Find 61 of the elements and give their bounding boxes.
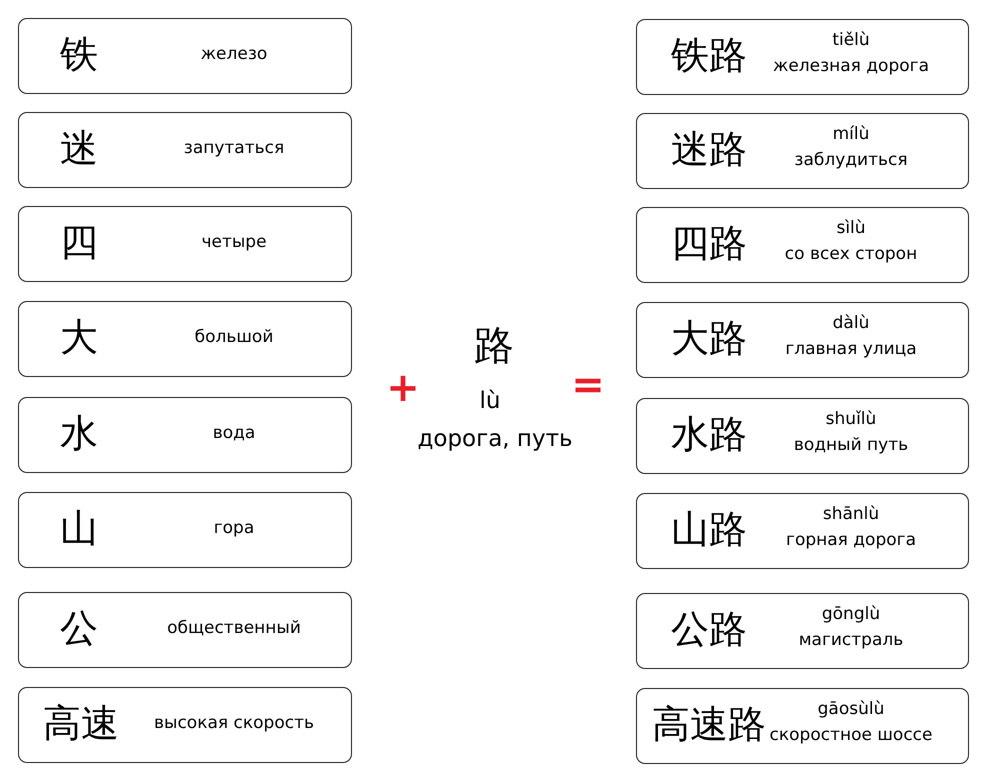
translation: высокая скорость bbox=[154, 713, 314, 733]
pinyin: sìlù bbox=[836, 218, 866, 238]
chinese-word: 公路 bbox=[671, 606, 747, 653]
pinyin: lù bbox=[480, 388, 500, 414]
chinese-word: 铁路 bbox=[671, 32, 747, 79]
word-card bbox=[18, 592, 352, 668]
chinese-word: 山路 bbox=[671, 506, 747, 553]
translation: дорога, путь bbox=[417, 426, 573, 452]
plus-sign: + bbox=[386, 365, 420, 411]
word-card bbox=[636, 113, 969, 189]
word-card bbox=[18, 397, 352, 473]
chinese-character: 路 bbox=[474, 322, 514, 371]
equals-sign: = bbox=[571, 362, 605, 408]
word-card bbox=[18, 687, 352, 763]
word-card bbox=[636, 688, 969, 764]
chinese-character: 大 bbox=[60, 314, 98, 361]
chinese-character: 公 bbox=[60, 605, 98, 652]
chinese-word: 高速路 bbox=[652, 701, 766, 748]
chinese-word: 迷路 bbox=[671, 126, 747, 173]
word-card bbox=[636, 493, 969, 569]
translation: горная дорога bbox=[786, 530, 916, 550]
translation: вода bbox=[212, 423, 256, 443]
chinese-word: 水路 bbox=[671, 411, 747, 458]
chinese-word: 四路 bbox=[671, 220, 747, 267]
pinyin: tiělù bbox=[832, 30, 870, 50]
pinyin: shuǐlù bbox=[826, 409, 876, 429]
word-card bbox=[636, 302, 969, 378]
chinese-character: 铁 bbox=[60, 31, 98, 78]
translation: большой bbox=[194, 327, 274, 347]
chinese-character: 高速 bbox=[43, 700, 119, 747]
translation: магистраль bbox=[798, 630, 904, 650]
chinese-character: 水 bbox=[60, 410, 98, 457]
pinyin: shānlù bbox=[822, 504, 880, 524]
chinese-word: 大路 bbox=[671, 315, 747, 362]
translation: со всех сторон bbox=[784, 244, 918, 264]
pinyin: dàlù bbox=[832, 313, 870, 333]
translation: железо bbox=[200, 44, 268, 64]
word-card bbox=[18, 492, 352, 568]
word-card bbox=[636, 398, 969, 474]
pinyin: gāosùlù bbox=[818, 699, 884, 719]
word-card bbox=[18, 18, 352, 94]
pinyin: mílù bbox=[832, 124, 870, 144]
word-card bbox=[636, 19, 969, 95]
translation: гора bbox=[214, 518, 254, 538]
word-card bbox=[636, 593, 969, 669]
word-card bbox=[636, 207, 969, 283]
translation: четыре bbox=[201, 232, 267, 252]
translation: заблудиться bbox=[794, 150, 908, 170]
translation: общественный bbox=[167, 618, 301, 638]
translation: скоростное шоссе bbox=[770, 725, 932, 745]
translation: запутаться bbox=[184, 138, 284, 158]
word-card bbox=[18, 112, 352, 188]
chinese-character: 山 bbox=[60, 505, 98, 552]
pinyin: gōnglù bbox=[822, 604, 880, 624]
word-card bbox=[18, 301, 352, 377]
chinese-character: 四 bbox=[60, 219, 98, 266]
chinese-character: 迷 bbox=[60, 125, 98, 172]
translation: водный путь bbox=[794, 435, 908, 455]
translation: главная улица bbox=[785, 339, 917, 359]
translation: железная дорога bbox=[773, 56, 929, 76]
word-card bbox=[18, 206, 352, 282]
